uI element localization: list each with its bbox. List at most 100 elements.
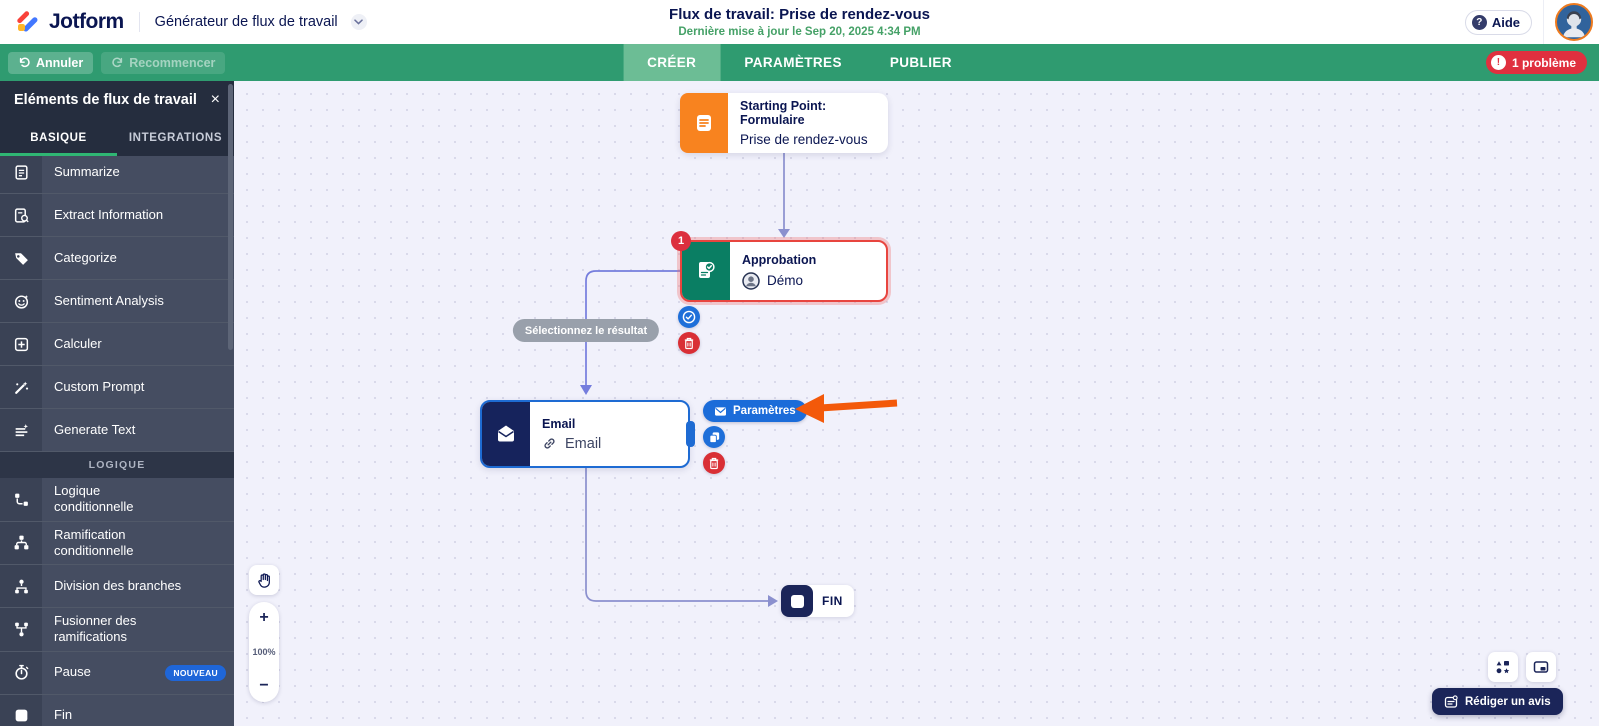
components-button[interactable]: [1488, 652, 1518, 682]
problem-label: 1 problème: [1511, 55, 1576, 70]
node-approbation[interactable]: 1 Approbation Démo: [671, 231, 888, 302]
sidebar-header: Eléments de flux de travail ×: [0, 81, 234, 119]
sidebar-item-custom-prompt[interactable]: Custom Prompt: [0, 366, 234, 409]
help-button[interactable]: ? Aide: [1464, 9, 1532, 35]
node-title: Email: [542, 416, 576, 431]
select-result-pill[interactable]: Sélectionnez le résultat: [512, 319, 660, 342]
node-title: Approbation: [742, 252, 817, 267]
sidebar-item-fin[interactable]: Fin: [0, 694, 234, 726]
assignee-name: Démo: [767, 273, 804, 288]
sidebar-item-label: Categorize: [54, 249, 117, 265]
tab-creer[interactable]: CRÉER: [623, 44, 721, 81]
help-label: Aide: [1491, 14, 1520, 30]
trash-icon: [709, 457, 719, 469]
avatar-illustration: [1563, 11, 1585, 38]
delete-approval-button[interactable]: [678, 332, 700, 354]
branch-merge-icon: [0, 608, 42, 651]
sidebar-item-label: Logique conditionnelle: [54, 483, 134, 515]
sidebar-scrollbar[interactable]: [228, 84, 233, 350]
node-starting-point[interactable]: Starting Point: Formulaire Prise de rend…: [680, 93, 888, 153]
write-review-button[interactable]: Rédiger un avis: [1432, 688, 1563, 715]
brand-area[interactable]: Jotform Générateur de flux de travail: [14, 0, 367, 44]
zoom-level: 100%: [252, 647, 276, 657]
review-icon: [1444, 694, 1458, 708]
end-square-icon: [781, 585, 813, 617]
sidebar-item-fusionner-des-ramifications[interactable]: Fusionner des ramifications: [0, 608, 234, 652]
redo-button[interactable]: Recommencer: [101, 51, 226, 74]
redo-icon: [112, 57, 123, 68]
tab-integrations[interactable]: INTEGRATIONS: [128, 131, 223, 144]
sidebar-item-label: Sentiment Analysis: [54, 292, 164, 308]
sidebar-element-list: Summarize Extract Information Categorize: [0, 156, 234, 726]
assignee-row: Démo: [742, 271, 874, 290]
zoom-in-button[interactable]: +: [259, 609, 269, 626]
node-email[interactable]: Email Email: [480, 400, 695, 468]
sidebar-item-division-des-branches[interactable]: Division des branches: [0, 565, 234, 608]
minimap-button[interactable]: [1526, 652, 1556, 682]
sidebar-item-label: Fusionner des ramifications: [54, 613, 137, 645]
header-divider: [1543, 0, 1544, 44]
node-title: Starting Point: Formulaire: [740, 99, 827, 127]
product-switcher-label[interactable]: Générateur de flux de travail: [154, 14, 338, 30]
email-icon: [482, 402, 530, 466]
copy-icon: [708, 431, 719, 443]
check-circle-icon: [682, 310, 696, 324]
question-icon: ?: [1471, 14, 1487, 30]
custom-prompt-icon: [0, 366, 42, 408]
parametres-button[interactable]: Paramètres: [703, 400, 807, 422]
nouveau-badge: NOUVEAU: [165, 664, 226, 681]
sidebar-item-pause[interactable]: Pause NOUVEAU: [0, 651, 234, 695]
sidebar-item-calculer[interactable]: Calculer: [0, 323, 234, 366]
sidebar-item-extract-information[interactable]: Extract Information: [0, 194, 234, 237]
approve-check-button[interactable]: [678, 306, 700, 328]
sidebar-item-sentiment-analysis[interactable]: Sentiment Analysis: [0, 280, 234, 323]
undo-icon: [19, 57, 30, 68]
tab-parametres[interactable]: PARAMÈTRES: [744, 55, 842, 70]
redo-label: Recommencer: [129, 55, 216, 70]
problem-badge[interactable]: ! 1 problème: [1485, 51, 1587, 74]
workflow-canvas[interactable]: Starting Point: Formulaire Prise de rend…: [234, 81, 1599, 726]
duplicate-email-button[interactable]: [703, 426, 725, 448]
logic-section-header: LOGIQUE: [0, 452, 234, 478]
extract-information-icon: [0, 194, 42, 236]
close-icon[interactable]: ×: [210, 91, 220, 108]
linked-email-row: Email: [542, 436, 676, 452]
hand-icon: [257, 572, 270, 588]
sidebar-item-generate-text[interactable]: Generate Text: [0, 409, 234, 452]
end-label: FIN: [822, 594, 843, 608]
header-divider: [138, 12, 140, 32]
calculer-icon: [0, 323, 42, 365]
link-icon: [544, 438, 555, 449]
picture-in-picture-icon: [1533, 661, 1549, 673]
avatar[interactable]: [1555, 3, 1593, 41]
write-review-label: Rédiger un avis: [1465, 695, 1551, 708]
linked-email-label: Email: [565, 435, 602, 452]
undo-button[interactable]: Annuler: [8, 51, 94, 74]
sidebar-title: Eléments de flux de travail: [14, 92, 197, 108]
sidebar-item-logique-conditionnelle[interactable]: Logique conditionnelle: [0, 478, 234, 522]
tab-publier[interactable]: PUBLIER: [889, 55, 952, 70]
jotform-logo-icon: [17, 11, 38, 32]
node-output-handle[interactable]: [686, 421, 695, 447]
sidebar-item-summarize[interactable]: Summarize: [0, 156, 234, 194]
pan-tool-button[interactable]: [249, 565, 279, 595]
assignee-avatar: [742, 271, 760, 290]
parametres-label: Paramètres: [733, 405, 796, 417]
node-fin[interactable]: FIN: [781, 585, 854, 617]
error-count-badge: 1: [671, 231, 691, 251]
conditional-logic-icon: [0, 478, 42, 521]
sidebar-item-ramification-conditionnelle[interactable]: Ramification conditionnelle: [0, 521, 234, 565]
undo-label: Annuler: [36, 55, 84, 70]
generate-text-icon: [0, 409, 42, 451]
categorize-icon: [0, 237, 42, 279]
chevron-down-icon[interactable]: [350, 14, 367, 30]
zoom-out-button[interactable]: −: [259, 677, 269, 694]
delete-email-button[interactable]: [703, 452, 725, 474]
sidebar-item-label: Summarize: [54, 163, 120, 179]
tab-basique[interactable]: BASIQUE: [0, 119, 117, 156]
sidebar-item-categorize[interactable]: Categorize: [0, 237, 234, 280]
zoom-control: + 100% −: [249, 602, 279, 702]
brand-wordmark: Jotform: [49, 10, 124, 33]
history-buttons: Annuler Recommencer: [8, 44, 226, 81]
